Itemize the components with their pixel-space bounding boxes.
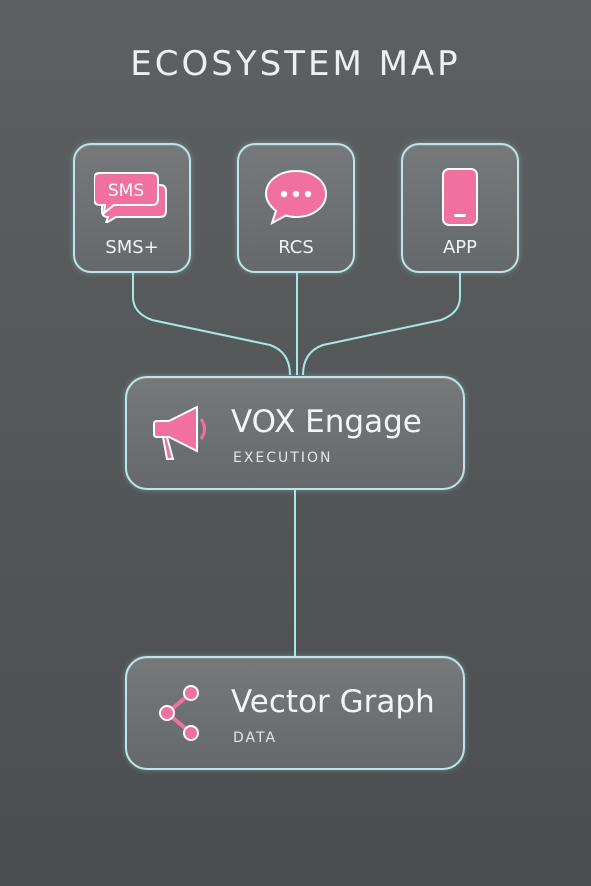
graph-subtitle: DATA	[233, 730, 278, 746]
channel-label-rcs: RCS	[278, 237, 314, 258]
share-nodes-icon	[149, 678, 213, 748]
chat-bubble-icon	[239, 167, 353, 227]
engage-card[interactable]: VOX Engage EXECUTION	[125, 376, 465, 490]
channel-label-app: APP	[442, 237, 478, 258]
megaphone-icon	[149, 398, 213, 468]
engage-subtitle: EXECUTION	[233, 450, 333, 466]
channel-label-sms: SMS+	[105, 237, 159, 258]
channel-card-app[interactable]: APP	[401, 143, 519, 273]
graph-card[interactable]: Vector Graph DATA	[125, 656, 465, 770]
page-title: ECOSYSTEM MAP	[130, 44, 461, 84]
smartphone-icon	[403, 167, 517, 227]
connector-sms-to-engage	[132, 273, 291, 376]
channel-card-sms[interactable]: SMS SMS+	[73, 143, 191, 273]
connector-app-to-engage	[302, 273, 461, 376]
graph-title: Vector Graph	[231, 684, 435, 720]
sms-bubbles-icon: SMS	[75, 167, 189, 227]
sms-icon-text: SMS	[108, 181, 144, 201]
channel-card-rcs[interactable]: RCS	[237, 143, 355, 273]
engage-title: VOX Engage	[231, 404, 422, 440]
